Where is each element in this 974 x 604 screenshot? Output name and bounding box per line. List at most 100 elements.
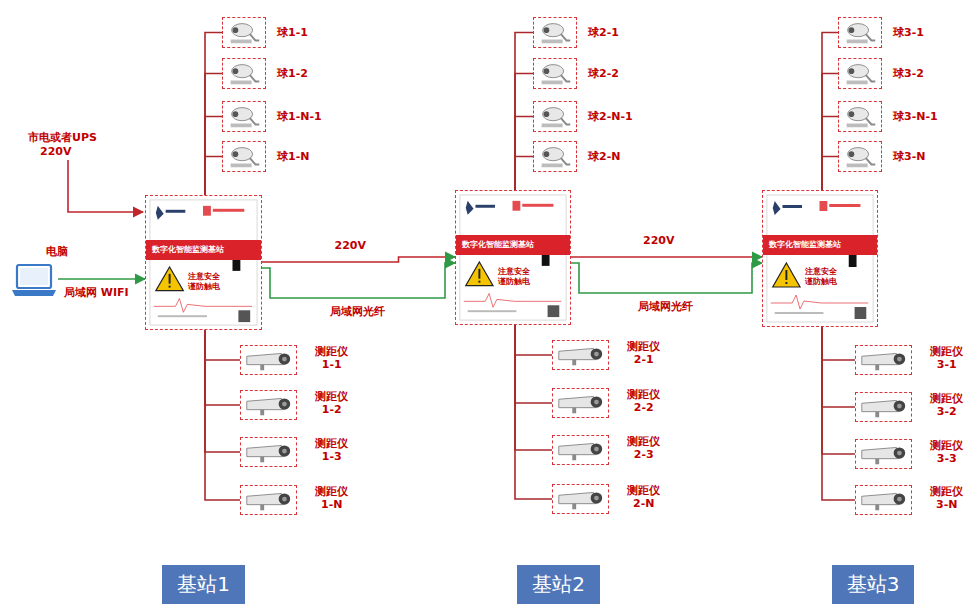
camera-box: 球2-1 — [533, 17, 577, 48]
dome-camera-icon — [534, 102, 576, 131]
camera-lens — [849, 151, 855, 157]
sensor-label: 测距仪 3-N — [927, 485, 967, 511]
sensor-lens-inner — [594, 352, 599, 357]
panel-face — [767, 195, 873, 322]
camera-box: 球3-N-1 — [838, 101, 882, 132]
bullet-sensor-icon — [241, 486, 296, 514]
title-band: 数字化智能监测基站 — [146, 240, 261, 260]
branch-wire — [822, 327, 855, 500]
dome-camera-icon — [223, 59, 265, 88]
camera-box: 球1-2 — [222, 58, 266, 89]
sensor-body — [559, 348, 596, 359]
bullet-sensor-icon — [241, 438, 296, 466]
camera-lens — [849, 68, 855, 74]
station-tag: 基站2 — [517, 565, 600, 604]
sensor-label: 测距仪 3-2 — [927, 392, 967, 418]
logo-mark — [466, 201, 474, 215]
power-cable — [262, 257, 455, 262]
sensor-lens — [279, 398, 291, 409]
sensor-mount — [572, 455, 576, 461]
branch-wire — [205, 74, 222, 196]
sensor-lens — [894, 400, 906, 411]
branch-wire — [515, 325, 552, 450]
station-name: 基站1 — [177, 571, 230, 598]
bullet-sensor-icon — [856, 440, 911, 468]
camera-lens — [544, 151, 550, 157]
bullet-sensor-icon — [856, 393, 911, 421]
dome-camera-icon — [223, 18, 265, 47]
monitoring-station: 数字化智能监测基站注意安全 谨防触电 — [455, 190, 571, 325]
sensor-label: 测距仪 2-3 — [624, 435, 664, 461]
camera-box: 球3-1 — [838, 17, 882, 48]
camera-arm — [561, 158, 571, 165]
warning-text: 注意安全 谨防触电 — [498, 267, 532, 287]
sensor-lens — [591, 396, 603, 407]
camera-label: 球2-N — [588, 150, 620, 163]
sensor-mount — [875, 505, 879, 511]
camera-label: 球2-1 — [588, 26, 619, 39]
camera-label: 球2-N-1 — [588, 110, 633, 123]
title-band: 数字化智能监测基站 — [456, 235, 570, 255]
warning-triangle — [466, 262, 493, 286]
fiber-link — [262, 263, 455, 298]
pulse-line — [464, 293, 561, 307]
camera-base — [231, 164, 252, 168]
sensor-body — [862, 447, 899, 458]
panel-face — [460, 195, 566, 320]
warning-text: 注意安全 谨防触电 — [805, 267, 839, 287]
voltage-label: 220V — [641, 234, 676, 247]
footer-line — [158, 315, 207, 317]
sensor-label: 测距仪 2-1 — [624, 340, 664, 366]
warning-bang — [478, 269, 480, 279]
camera-box: 球3-N — [838, 141, 882, 172]
camera-label: 球1-2 — [277, 67, 308, 80]
bullet-sensor-icon — [241, 346, 296, 374]
camera-lens — [233, 27, 239, 33]
camera-label: 球2-2 — [588, 67, 619, 80]
branch-wire — [205, 33, 222, 196]
sensor-lens-inner — [897, 497, 902, 502]
camera-label: 球3-2 — [893, 67, 924, 80]
sensor-body — [559, 492, 596, 503]
station-panel-art — [763, 191, 877, 326]
sensor-mount — [875, 365, 879, 371]
sensor-lens-inner — [282, 402, 287, 407]
sensor-lens-inner — [282, 357, 287, 362]
camera-arm — [561, 118, 571, 125]
sensor-body — [247, 398, 284, 409]
dome-camera-icon — [534, 59, 576, 88]
camera-arm — [866, 158, 876, 165]
footer-line — [468, 310, 517, 312]
bullet-sensor-icon — [553, 436, 608, 464]
sensor-lens-inner — [897, 357, 902, 362]
link-label: 局域网光纤 — [328, 304, 387, 319]
sensor-lens-inner — [594, 447, 599, 452]
sensor-box: 测距仪 1-3 — [240, 437, 297, 467]
camera-box: 球3-2 — [838, 58, 882, 89]
sensor-lens — [279, 493, 291, 504]
dome-camera-icon — [839, 142, 881, 171]
sensor-lens — [591, 443, 603, 454]
qr-code — [238, 310, 250, 322]
sensor-lens-inner — [594, 400, 599, 405]
dome-camera-icon — [839, 102, 881, 131]
bullet-sensor-icon — [553, 485, 608, 513]
warning-text: 注意安全 谨防触电 — [188, 272, 222, 292]
sensor-label: 测距仪 3-3 — [927, 439, 967, 465]
camera-arm — [250, 118, 260, 125]
camera-arm — [561, 34, 571, 41]
sensor-box: 测距仪 3-2 — [855, 392, 912, 422]
sensor-lens — [279, 353, 291, 364]
sensor-box: 测距仪 2-1 — [552, 340, 609, 370]
camera-lens — [849, 111, 855, 117]
station-tag: 基站1 — [162, 565, 245, 604]
camera-arm — [250, 158, 260, 165]
camera-base — [847, 40, 868, 44]
qr-code — [548, 305, 560, 317]
logo-mark — [156, 206, 164, 220]
footer-line — [775, 312, 824, 314]
dome-camera-icon — [839, 18, 881, 47]
camera-base — [542, 164, 563, 168]
camera-lens — [544, 68, 550, 74]
branch-wire — [205, 157, 222, 196]
